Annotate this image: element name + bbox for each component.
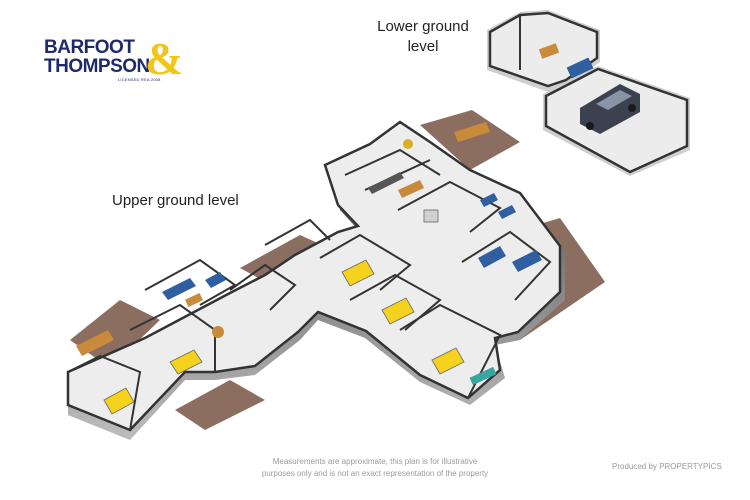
logo-line-thompson: THOMPSON	[44, 56, 150, 77]
lower-sofa	[566, 57, 594, 79]
lower-ground-floor	[487, 10, 690, 176]
upper-ground-level-label: Upper ground level	[112, 192, 239, 209]
logo-tagline: LICENSED REA 2008	[118, 77, 161, 82]
disclaimer-text: Measurements are approximate, this plan …	[250, 456, 500, 480]
lower-ground-level-label: Lower ground level	[372, 17, 474, 57]
upper-ground-floor	[66, 110, 605, 440]
logo-line-barfoot: BARFOOT	[44, 37, 135, 58]
lower-label-line1: Lower ground	[377, 18, 469, 35]
armchair-icon	[403, 139, 413, 149]
deck-bottom	[175, 380, 265, 430]
deck-left	[70, 300, 160, 368]
lower-desk	[538, 43, 560, 59]
deck-top-right	[420, 110, 520, 170]
car-icon	[580, 84, 640, 134]
bed-icons	[103, 259, 465, 415]
fireplace-icon	[423, 209, 439, 223]
lower-label-line2: level	[407, 38, 439, 55]
dining-table-icons	[76, 122, 490, 356]
disclaimer-line1: Measurements are approximate, this plan …	[272, 457, 478, 466]
sofa-icons	[162, 193, 542, 300]
kitchen-bench	[368, 172, 404, 194]
company-logo: BARFOOT THOMPSON & LICENSED REA 2008	[44, 36, 183, 83]
window-icon	[469, 366, 497, 386]
internal-walls	[67, 148, 552, 431]
producer-credit: Produced by PROPERTYPICS	[612, 462, 722, 471]
logo-ampersand: &	[145, 33, 184, 84]
disclaimer-line2: purposes only and is not an exact repres…	[261, 469, 489, 478]
